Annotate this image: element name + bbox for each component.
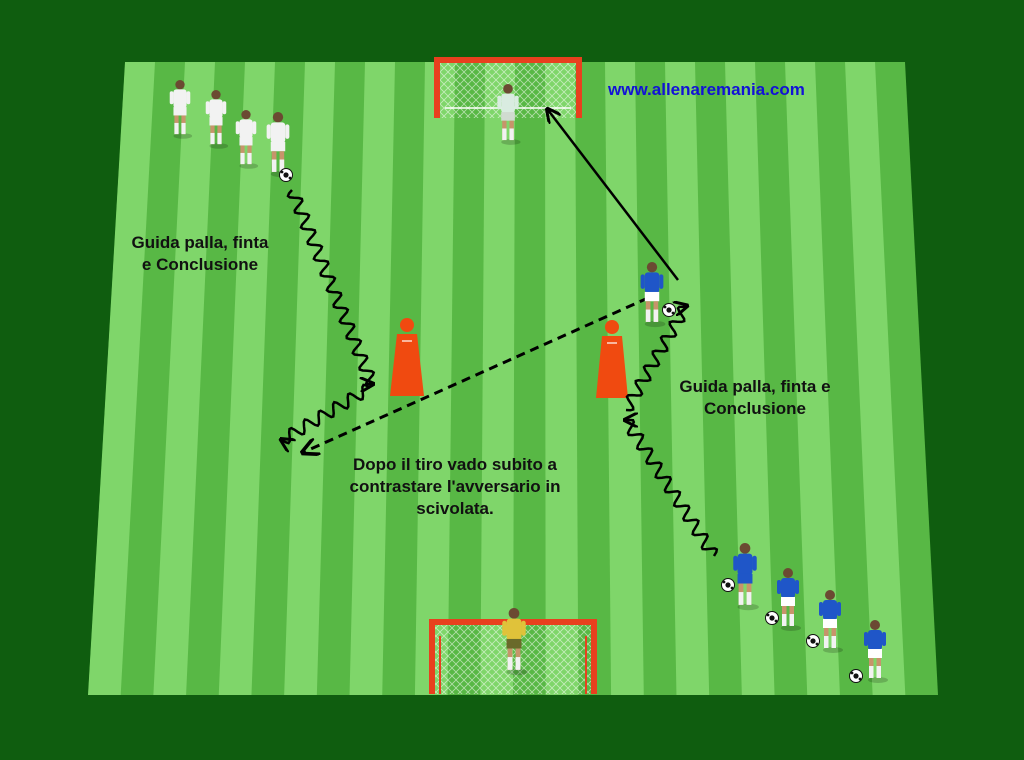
shot-arrow [548,110,679,281]
goalkeeper-bottom [502,608,528,676]
grass-stripe [845,62,906,695]
grass-stripe [414,62,455,695]
training-dummy-left [390,318,424,396]
ball [279,168,293,182]
grass-stripe [88,62,155,695]
grass-stripe [545,62,579,695]
grass-stripe [785,62,840,695]
right-drill-label: Guida palla, finta e Conclusione [679,377,831,418]
ball [849,669,863,683]
ball [806,634,820,648]
dribble-path-left [286,189,374,384]
ball [662,303,676,317]
blue-shooter [640,262,666,328]
grass-stripe [218,62,275,695]
grass-stripe [725,62,775,695]
grass-stripe [480,62,515,695]
website-url: www.allenaremania.com [608,80,805,99]
training-dummy-right [596,320,628,398]
grass-stripe [284,62,335,695]
left-drill-label: Guida palla, finta e Conclusione [131,233,269,274]
blue-player-3 [819,590,843,653]
blue-player-1 [733,543,759,611]
white-player-1 [169,80,193,139]
white-player-2 [205,90,229,149]
bottom-goal [429,619,597,694]
dribble-path-left-finish [282,383,371,443]
dribble-path-right [626,420,719,557]
ball [765,611,779,625]
dribble-path-right-finish [625,306,686,412]
white-player-3 [235,110,259,169]
blue-player-4 [864,620,888,683]
balls [279,168,863,683]
ball [721,578,735,592]
grass-stripe [665,62,710,695]
grass-stripe [153,62,215,695]
tackle-run-arrow [304,296,649,452]
blue-player-2 [777,568,801,631]
tackle-note-label: Dopo il tiro vado subito a contrastare l… [349,455,561,518]
goalkeeper-top [497,84,521,145]
